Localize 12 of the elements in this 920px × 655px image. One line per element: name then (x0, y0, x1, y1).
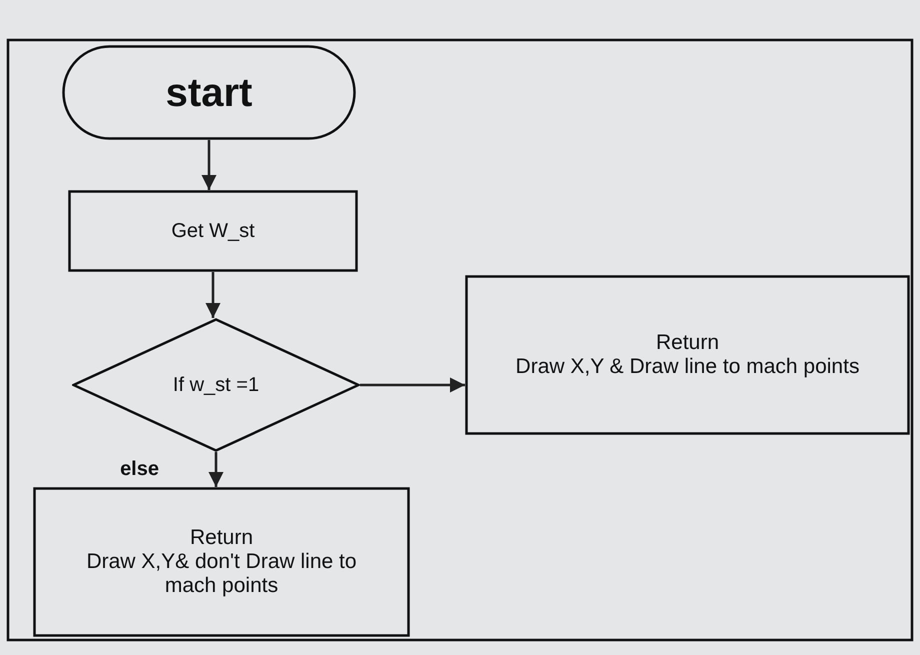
process-box (68, 190, 358, 272)
node-text: Return (656, 330, 720, 355)
node-text: Return (190, 526, 254, 550)
node-text: Draw X,Y & Draw line to mach points (516, 355, 860, 380)
node-text: Draw X,Y& don't Draw line to mach points (85, 550, 358, 598)
node-text: Get W_st (171, 220, 255, 242)
decision-diamond (72, 318, 360, 452)
process-box (465, 275, 910, 435)
node-text: If w_st =1 (172, 374, 260, 396)
terminal-shape (62, 45, 356, 140)
node-text: start (166, 70, 252, 116)
process-box (33, 487, 410, 637)
